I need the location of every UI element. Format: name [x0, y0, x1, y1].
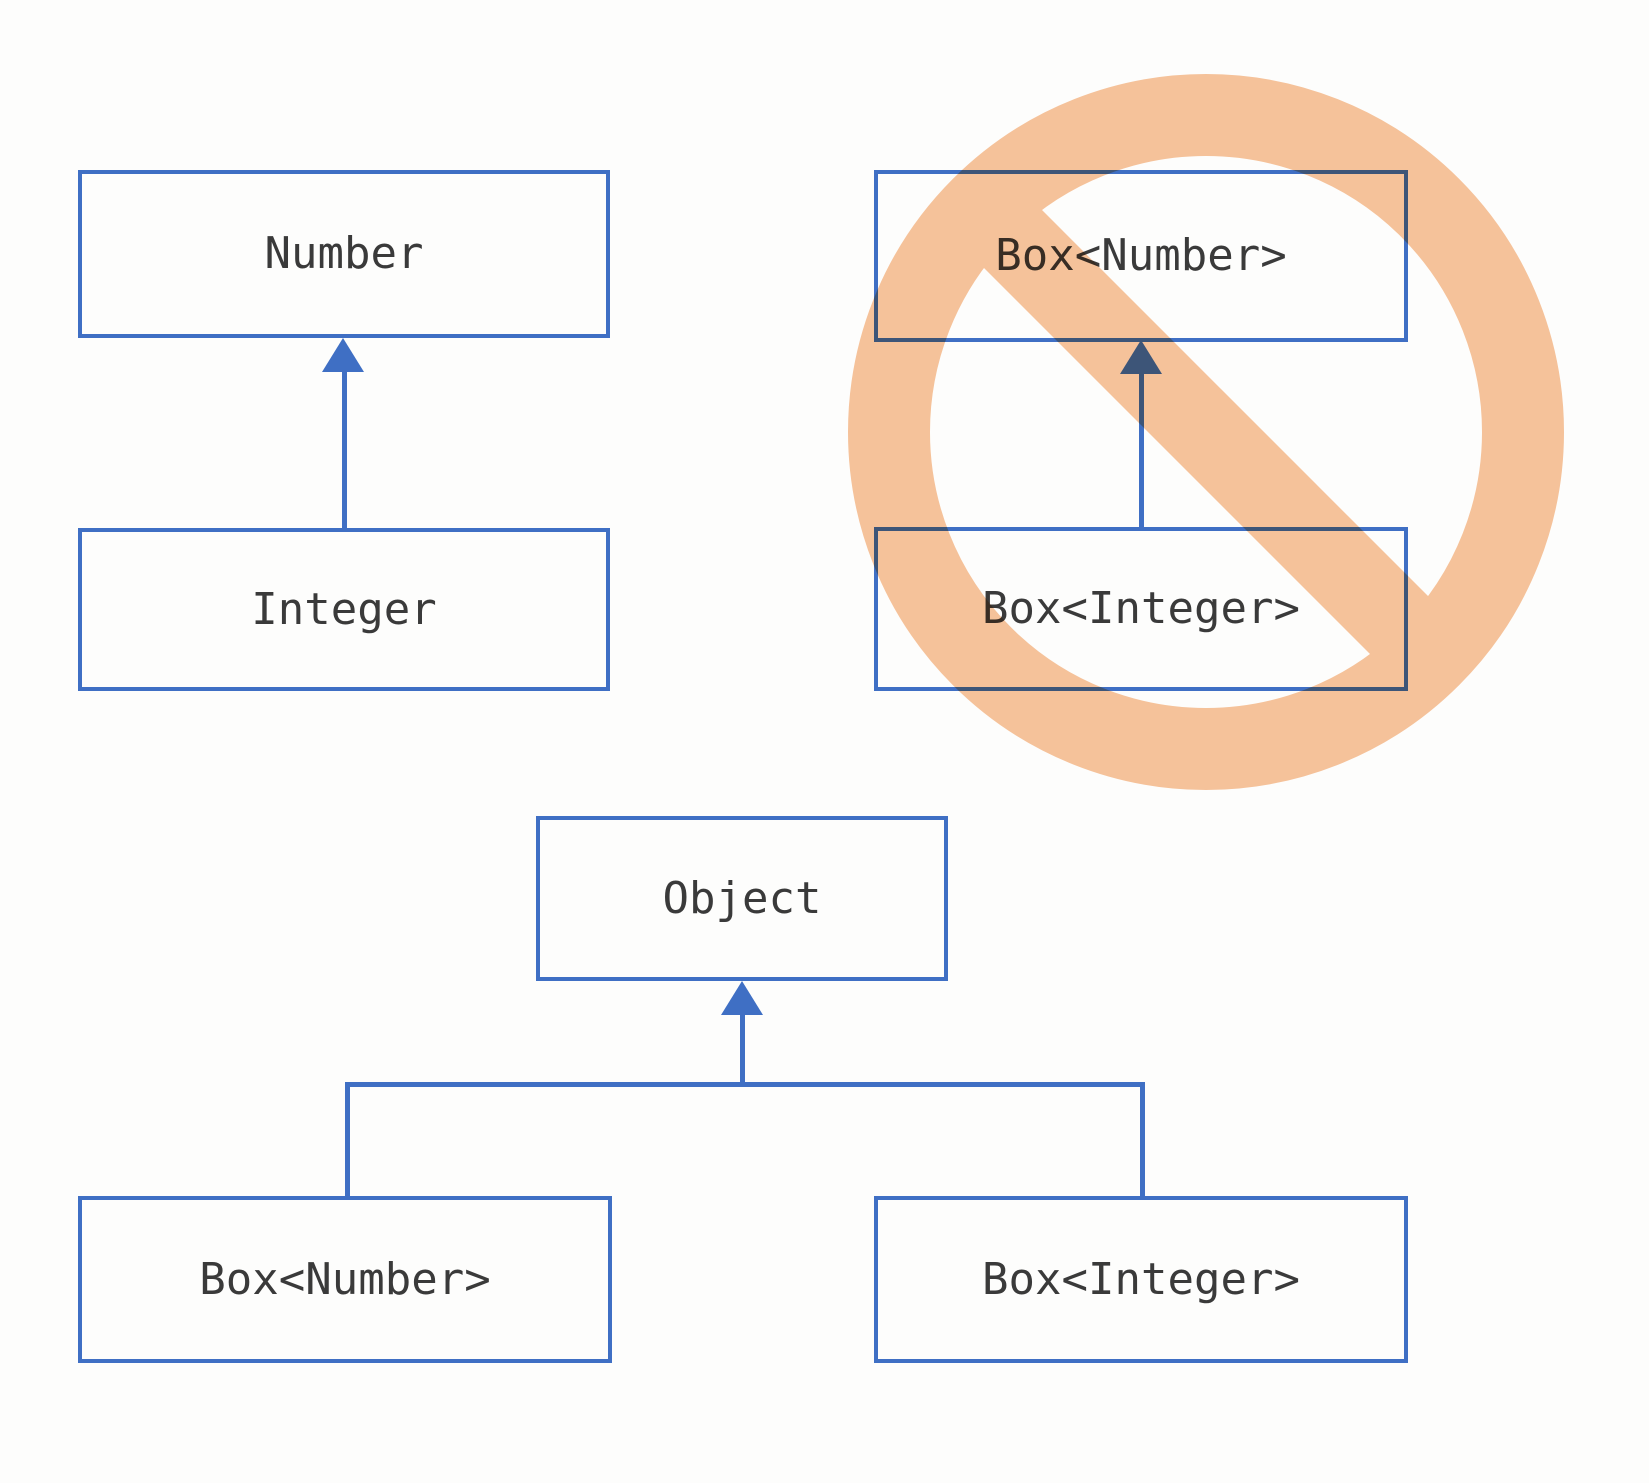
- edge-integer-to-number: [342, 370, 347, 530]
- class-box-object: Object: [536, 816, 948, 981]
- edge-boxinteger-to-boxnumber: [1139, 372, 1144, 529]
- class-box-integer: Integer: [78, 528, 610, 691]
- edge-bus-to-object: [740, 1013, 745, 1085]
- arrowhead-boxinteger-to-boxnumber: [1120, 340, 1162, 374]
- edge-bus-horizontal: [345, 1082, 1145, 1087]
- class-box-box-number: Box<Number>: [78, 1196, 612, 1363]
- class-box-number: Number: [78, 170, 610, 338]
- class-box-label: Object: [662, 872, 822, 924]
- class-box-box-number-invalid: Box<Number>: [874, 170, 1408, 342]
- class-box-box-integer: Box<Integer>: [874, 1196, 1408, 1363]
- arrowhead-bus-to-object: [721, 981, 763, 1015]
- prohibition-sign-icon: [848, 74, 1564, 790]
- edge-bus-to-box-integer: [1140, 1082, 1145, 1200]
- class-box-label: Box<Number>: [995, 230, 1287, 281]
- class-box-label: Box<Integer>: [982, 583, 1300, 634]
- class-box-box-integer-invalid: Box<Integer>: [874, 527, 1408, 691]
- class-box-label: Box<Integer>: [982, 1253, 1300, 1305]
- class-box-label: Integer: [251, 583, 437, 635]
- edge-bus-to-box-number: [345, 1082, 350, 1200]
- class-box-label: Number: [264, 228, 424, 279]
- class-box-label: Box<Number>: [199, 1253, 491, 1305]
- arrowhead-integer-to-number: [322, 338, 364, 372]
